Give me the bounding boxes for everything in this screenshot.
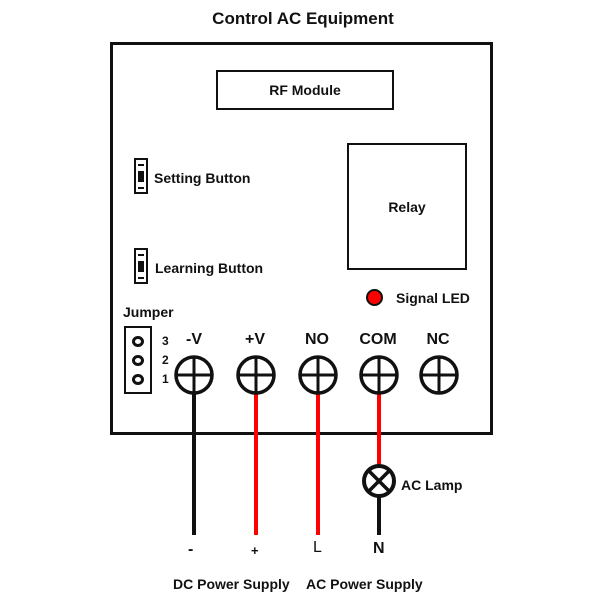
signal-led-label: Signal LED [396,290,470,306]
jumper-pin-number-2: 2 [162,353,169,367]
ac-lamp-label: AC Lamp [401,477,463,493]
wire-end-live: L [313,539,322,556]
setting-button[interactable] [134,158,148,194]
terminal-pos-v-icon[interactable] [236,355,276,395]
terminal-label-no: NO [305,331,329,348]
jumper-block[interactable] [124,326,152,394]
dc-power-supply-label: DC Power Supply [173,576,290,592]
rf-module-label: RF Module [269,82,341,98]
relay-label: Relay [388,198,426,215]
jumper-pin-1[interactable] [132,374,144,385]
diagram-title: Control AC Equipment [212,9,394,28]
wire-end-negative: - [188,541,194,558]
terminal-label-neg-v: -V [186,331,202,348]
setting-button-label: Setting Button [154,170,251,186]
jumper-label: Jumper [123,304,174,320]
terminal-nc-icon[interactable] [419,355,459,395]
learning-button-label: Learning Button [155,260,264,276]
terminal-label-com: COM [359,331,397,348]
jumper-pin-2[interactable] [132,355,144,366]
wire-end-neutral: N [373,540,385,557]
terminal-neg-v-icon[interactable] [174,355,214,395]
terminal-no-icon[interactable] [298,355,338,395]
wire-end-positive: + [251,543,259,558]
ac-power-supply-label: AC Power Supply [306,576,423,592]
rf-module: RF Module [216,70,394,110]
jumper-pin-number-1: 1 [162,372,169,386]
terminal-label-pos-v: +V [244,331,265,348]
jumper-pin-3[interactable] [132,336,144,347]
jumper-pin-number-3: 3 [162,334,169,348]
relay: Relay [347,143,467,270]
signal-led-icon [366,289,383,306]
terminal-com-icon[interactable] [359,355,399,395]
learning-button[interactable] [134,248,148,284]
terminal-label-nc: NC [426,331,450,348]
ac-lamp-icon [362,464,396,498]
controller-board [110,42,493,435]
